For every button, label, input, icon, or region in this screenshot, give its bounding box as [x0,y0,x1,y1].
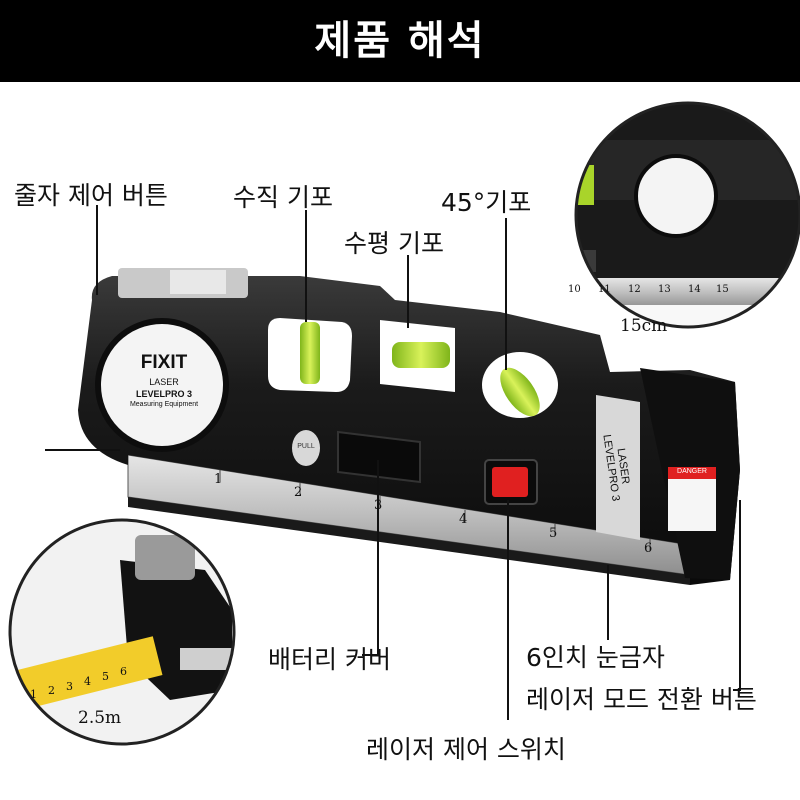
laser-switch-shape [492,467,528,497]
callout-vertical-bubble: 수직 기포 [233,183,333,212]
brand-line-1: LASER [149,377,179,387]
brand-line-3: Measuring Equipment [129,401,199,408]
inset-ruler-mark: 14 [688,284,701,295]
inset-ruler-mark: 12 [628,284,641,295]
header-bar [0,0,800,82]
battery-cover-shape [337,430,421,484]
callout-laser-mode-button: 레이저 모드 전환 버튼 [526,685,757,714]
callout-laser-switch: 레이저 제어 스위치 [366,735,566,764]
brand-disc [95,318,229,452]
ruler-mark: 1 [214,472,223,487]
inset-ruler-mark: 13 [658,284,671,295]
inset-bottom-left [8,518,236,746]
callout-battery-cover: 배터리 커버 [268,645,391,674]
inset-ruler-mark: 15 [716,284,729,295]
device-body [78,276,740,585]
callout-lines [45,205,741,720]
inset-scale-15cm: 15cm [620,316,668,336]
horizontal-bubble-vial [392,342,450,368]
inset-ruler-mark: 10 [568,284,581,295]
inset-scale-2-5m: 2.5m [78,708,122,728]
tape-mark: 4 [84,675,91,688]
danger-text: DANGER [677,468,707,475]
inset-top-right [574,101,800,329]
callout-ruler-6in: 6인치 눈금자 [526,643,665,672]
tape-mark: 2 [48,684,55,697]
brand-line-2: LEVELPRO 3 [135,389,192,399]
callout-horizontal-bubble: 수평 기포 [344,229,444,258]
tape-mark: 1 [30,688,37,701]
ruler-mark: 4 [459,512,468,527]
callout-bubble-45: 45°기포 [441,188,532,217]
tape-mark: 3 [66,680,73,693]
ruler-mark: 2 [294,485,303,500]
vertical-bubble-vial [300,322,320,384]
pull-text: PULL [297,443,315,450]
ruler-mark: 6 [644,541,653,556]
bubble-45-vial [500,367,540,417]
brand-text: FIXIT [140,352,188,373]
inset-ruler-mark: 11 [598,284,611,295]
ruler-mark: 3 [374,498,383,513]
callout-tape-button: 줄자 제어 버튼 [14,181,168,210]
tape-mark: 5 [102,670,109,683]
tape-mark: 6 [120,665,127,678]
ruler-mark: 5 [549,526,558,541]
page-title: 제품 해석 [314,18,486,64]
